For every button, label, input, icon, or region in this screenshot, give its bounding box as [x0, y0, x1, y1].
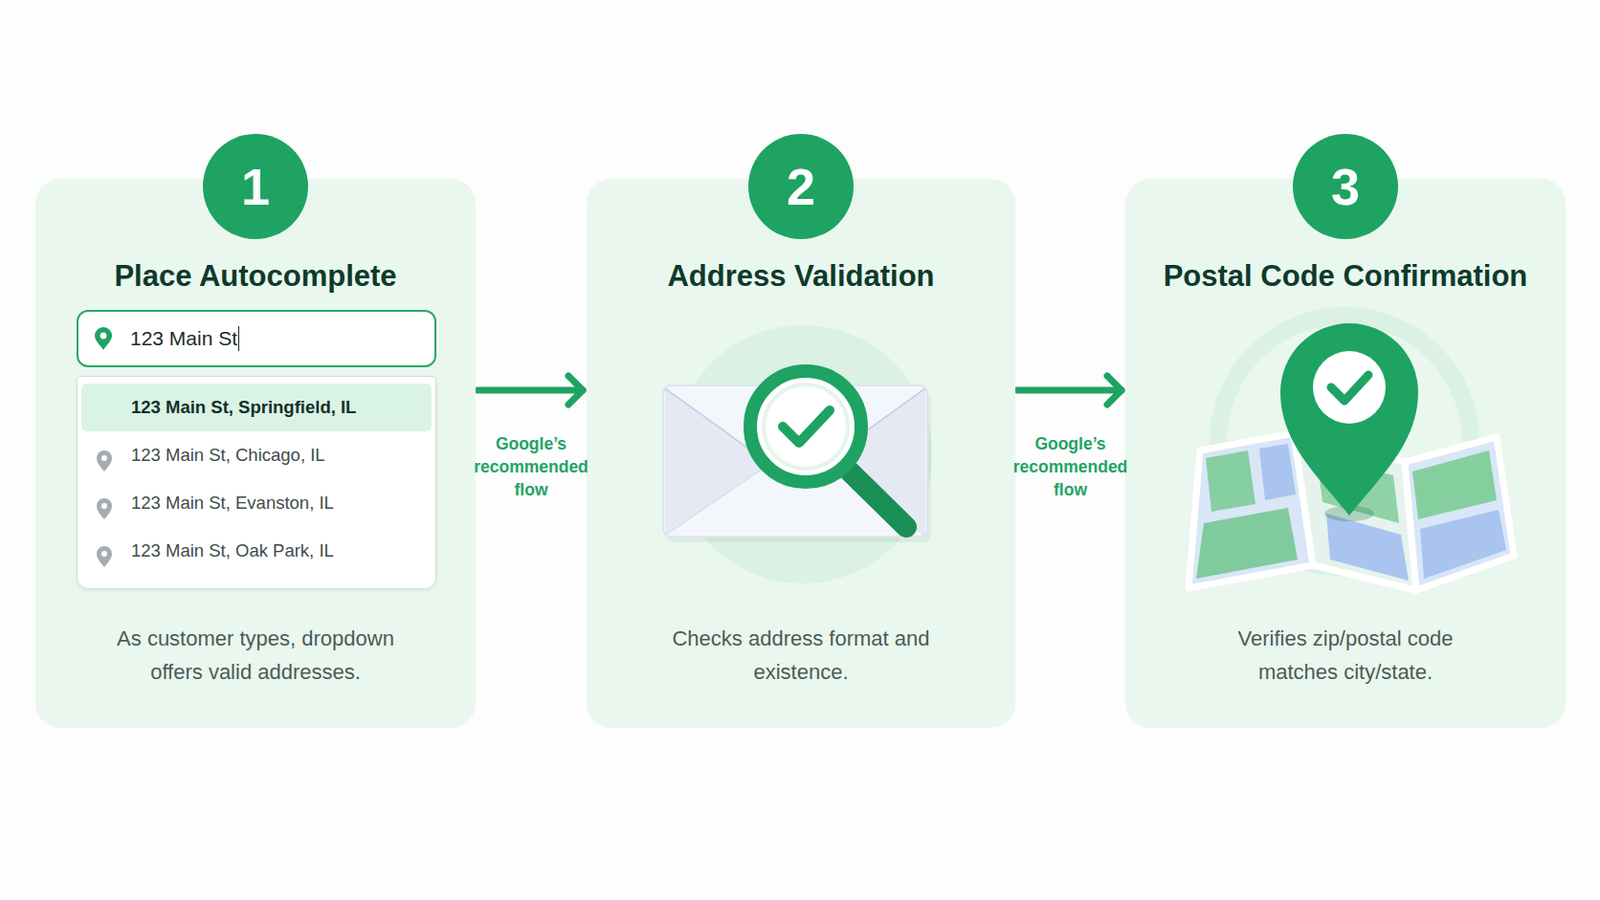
step-number: 2 — [786, 157, 816, 216]
address-suggestion: 123 Main St, Chicago, IL — [81, 431, 432, 480]
step-description: Checks address format and existence. — [671, 622, 931, 689]
edge-label: Google’s recommended flow — [1003, 432, 1138, 502]
suggestion-dropdown: 123 Main St, Springfield, IL123 Main St,… — [76, 376, 437, 590]
address-suggestion: 123 Main St, Oak Park, IL — [81, 527, 432, 576]
search-input: 123 Main St — [76, 310, 437, 368]
step-number: 1 — [241, 157, 270, 216]
step-panel: 3Postal Code ConfirmationVerifies zip/po… — [1125, 178, 1566, 729]
step-description: Verifies zip/postal code matches city/st… — [1201, 622, 1489, 689]
step-title: Place Autocomplete — [44, 258, 467, 295]
step-number: 3 — [1331, 157, 1360, 216]
step-number-badge: 3 — [1292, 133, 1399, 240]
step-title: Address Validation — [596, 258, 1006, 295]
step-description: As customer types, dropdown offers valid… — [97, 622, 414, 689]
address-suggestion: 123 Main St, Springfield, IL — [81, 383, 432, 432]
flow-arrow — [1017, 376, 1122, 405]
step-panel: 1 123 Main St 123 Main St, Springfield, … — [35, 178, 476, 729]
flow-arrow — [477, 376, 583, 405]
step-title: Postal Code Confirmation — [1134, 258, 1556, 295]
address-suggestion: 123 Main St, Evanston, IL — [81, 479, 432, 528]
step-number-badge: 1 — [202, 133, 309, 240]
edge-label-box: Google’s recommended flow — [464, 432, 599, 502]
typed-address: 123 Main St — [130, 326, 240, 352]
step-panel: 2Address ValidationChecks address format… — [586, 178, 1016, 729]
edge-label-box: Google’s recommended flow — [1003, 432, 1138, 502]
edge-label: Google’s recommended flow — [464, 432, 599, 502]
step-number-badge: 2 — [748, 133, 854, 240]
